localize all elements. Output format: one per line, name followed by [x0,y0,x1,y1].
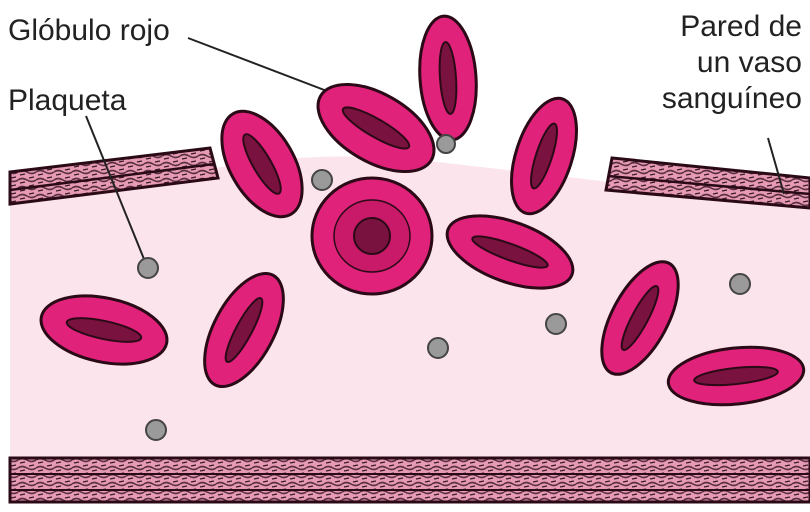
label-vessel-wall-line1: Pared de [680,10,802,44]
platelet [730,274,750,294]
label-vessel-wall-line3: sanguíneo [662,82,802,116]
red-blood-cell [416,14,481,142]
leader-line-red-blood-cell [188,38,340,96]
label-vessel-wall-line2: un vaso [697,46,802,80]
platelet [146,420,166,440]
label-red-blood-cell: Glóbulo rojo [8,14,170,48]
platelet [546,314,566,334]
platelet [138,258,158,278]
red-blood-cell-face-on [312,178,432,294]
platelet [428,338,448,358]
vessel-wall-bottom [10,458,810,502]
platelet [312,170,332,190]
platelet [437,135,455,153]
label-platelet: Plaqueta [8,84,126,118]
